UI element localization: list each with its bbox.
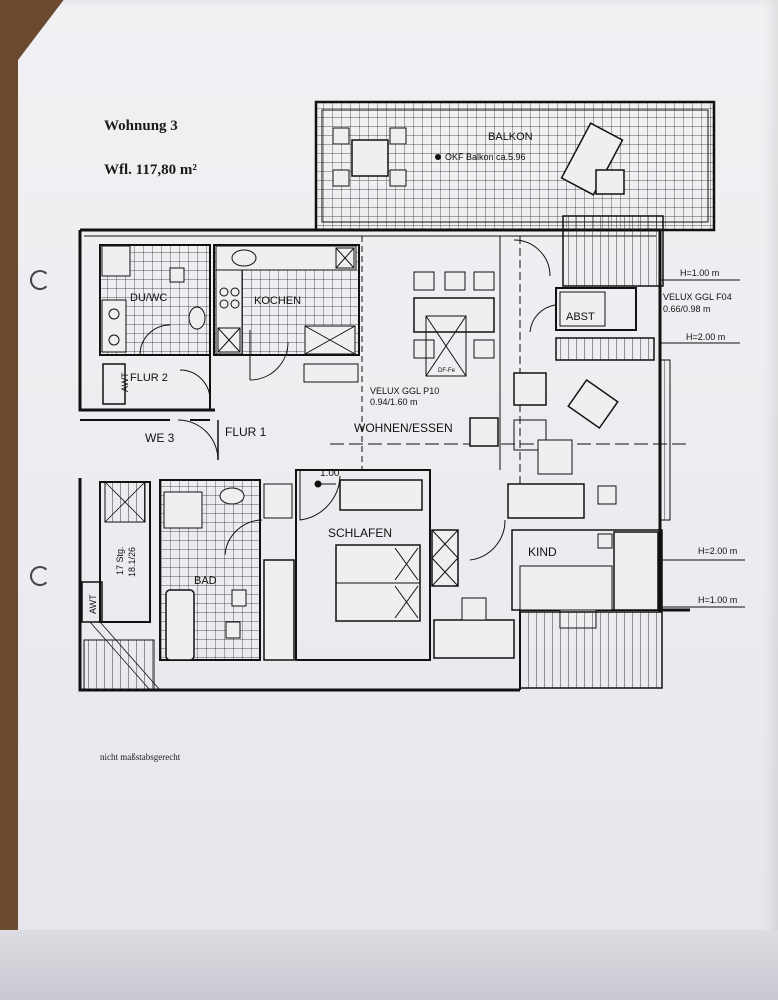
okf-note: OKF Balkon ca.5.96	[445, 152, 526, 162]
scale-disclaimer: nicht maßstabsgerecht	[100, 752, 181, 762]
df-fe-label: DF-Fe	[438, 368, 456, 374]
room-label-abst: ABST	[566, 311, 595, 323]
room-label-schlafen: SCHLAFEN	[328, 526, 392, 540]
awt-label-1: AWT	[120, 372, 130, 392]
room-label-flur1: FLUR 1	[225, 425, 267, 439]
room-label-kind: KIND	[528, 545, 557, 559]
velux-f04-label: VELUX GGL F04	[663, 292, 732, 302]
entrance-label-we3: WE 3	[145, 431, 175, 445]
height-top-1: H=1.00 m	[680, 268, 719, 278]
room-label-balkon: BALKON	[488, 131, 533, 143]
room-label-flur2: FLUR 2	[130, 372, 168, 384]
velux-p10-label: VELUX GGL P10	[370, 386, 439, 396]
hall-1	[177, 330, 359, 461]
bedroom-entry	[431, 519, 515, 659]
dimension-label: 1.00	[320, 468, 340, 479]
room-label-wohnen-essen: WOHNEN/ESSEN	[354, 421, 453, 435]
hall-2	[102, 324, 211, 410]
punch-hole-bottom	[30, 566, 50, 586]
velux-p10-size: 0.94/1.60 m	[370, 397, 418, 407]
punch-hole-top	[30, 270, 50, 290]
balcony	[314, 100, 716, 232]
velux-f04-size: 0.66/0.98 m	[663, 304, 711, 314]
room-label-du-wc: DU/WC	[130, 292, 167, 304]
room-label-bad: BAD	[194, 575, 217, 587]
shower-wc-room	[99, 244, 211, 356]
bathroom	[159, 479, 293, 661]
stairwell	[81, 481, 161, 691]
living-dining-room	[330, 236, 690, 519]
children-room	[511, 529, 663, 689]
awt-label-2: AWT	[88, 594, 98, 614]
apartment-title: Wohnung 3	[104, 118, 178, 134]
kitchen-room	[213, 244, 360, 356]
height-bottom-2: H=1.00 m	[698, 595, 737, 605]
height-top-2: H=2.00 m	[686, 332, 725, 342]
stairs-count: 17 Stg.	[115, 546, 125, 575]
bedroom	[263, 469, 431, 661]
room-label-kochen: KOCHEN	[254, 295, 301, 307]
height-bottom-1: H=2.00 m	[698, 546, 737, 556]
stairs-rise: 18.1/26	[127, 547, 137, 577]
paper-edge	[0, 930, 778, 1000]
storage-room	[555, 215, 671, 521]
living-area: Wfl. 117,80 m²	[104, 162, 197, 178]
